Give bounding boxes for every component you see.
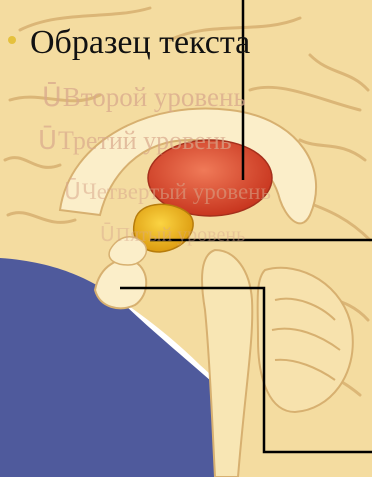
level-2-label: Второй уровень [63, 82, 246, 112]
text-level-1[interactable]: Образец текста [30, 26, 250, 60]
text-level-5[interactable]: ŪПятый уровень [100, 224, 245, 245]
text-level-3[interactable]: ŪТретий уровень [38, 128, 232, 154]
text-level-4[interactable]: ŪЧетвертый уровень [64, 180, 271, 204]
level-3-marker: Ū [38, 126, 57, 156]
bullet-dot [8, 36, 16, 44]
level-3-label: Третий уровень [58, 126, 232, 155]
level-5-marker: Ū [100, 222, 115, 246]
level-5-label: Пятый уровень [116, 224, 246, 246]
level-4-marker: Ū [64, 179, 81, 205]
level-2-marker: Ū [42, 82, 62, 113]
text-level-2[interactable]: ŪВторой уровень [42, 84, 246, 111]
level-4-label: Четвертый уровень [82, 179, 271, 204]
